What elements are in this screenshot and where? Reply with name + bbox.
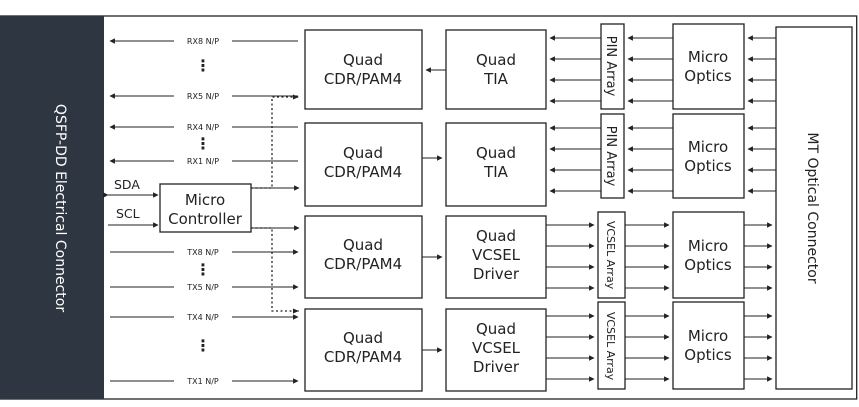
rx8-label: RX8 N/P — [187, 37, 219, 46]
vcsel-driver-label-line2: VCSEL — [472, 339, 521, 357]
vcsel-driver-block — [445, 215, 547, 299]
row-2: Quad CDR/PAM4 Quad TIA PIN Array Micro O… — [304, 113, 745, 207]
tx-ellipsis-upper: ⋮ — [195, 260, 211, 279]
tx5-label: TX5 N/P — [186, 283, 219, 292]
tx8-label: TX8 N/P — [186, 248, 219, 257]
micro-optics-label-line1: Micro — [688, 138, 728, 156]
micro-optics-label-line2: Optics — [684, 346, 732, 364]
cdr-label-line1: Quad — [343, 236, 383, 254]
rx-ellipsis-lower: ⋮ — [195, 134, 211, 153]
micro-optics-label-line1: Micro — [688, 237, 728, 255]
mc-dotted-up — [251, 96, 299, 189]
tx-signals: TX8 N/P ⋮ TX5 N/P TX4 N/P ⋮ TX1 N/P — [110, 246, 299, 387]
electrical-connector-label: QSFP-DD Electrical Connector — [52, 104, 68, 312]
rx4-label: RX4 N/P — [187, 123, 219, 132]
pin-array-block — [600, 23, 625, 110]
tia-block — [445, 29, 547, 110]
micro-optics-label-line1: Micro — [688, 48, 728, 66]
micro-optics-label-line2: Optics — [684, 157, 732, 175]
tx-ellipsis-lower: ⋮ — [195, 336, 211, 355]
row-3: Quad CDR/PAM4 Quad VCSEL Driver VCSEL Ar… — [304, 211, 745, 299]
cdr-label-line1: Quad — [343, 51, 383, 69]
optical-connector: MT Optical Connector — [775, 26, 853, 390]
mc-dotted-down — [251, 227, 299, 312]
cdr-block — [304, 29, 423, 110]
micro-optics-label-line2: Optics — [684, 67, 732, 85]
optical-connector-label: MT Optical Connector — [804, 132, 820, 283]
pin-array-label: PIN Array — [603, 36, 618, 97]
tx1-label: TX1 N/P — [186, 377, 219, 386]
micro-optics-block — [672, 23, 745, 110]
vcsel-driver-block — [445, 308, 547, 392]
tia-label-line1: Quad — [476, 51, 516, 69]
tx4-label: TX4 N/P — [186, 313, 219, 322]
micro-controller-label-line1: Micro — [185, 191, 225, 209]
block-connections — [422, 35, 776, 382]
cdr-block — [304, 215, 423, 299]
tia-block — [445, 122, 547, 207]
vcsel-driver-label-line3: Driver — [473, 358, 520, 376]
tia-label-line2: TIA — [483, 70, 509, 88]
micro-controller-block — [159, 183, 252, 233]
vcsel-driver-label-line2: VCSEL — [472, 246, 521, 264]
cdr-label-line2: CDR/PAM4 — [324, 70, 402, 88]
electrical-connector: QSFP-DD Electrical Connector — [0, 16, 104, 399]
rx1-label: RX1 N/P — [187, 157, 219, 166]
vcsel-array-block — [597, 301, 626, 390]
scl-label: SCL — [116, 206, 140, 221]
tia-label-line2: TIA — [483, 163, 509, 181]
cdr-label-line1: Quad — [343, 144, 383, 162]
cdr-label-line1: Quad — [343, 329, 383, 347]
vcsel-array-block — [597, 211, 626, 299]
vcsel-array-label: VCSEL Array — [604, 221, 617, 290]
pin-array-block — [600, 113, 625, 199]
micro-optics-label-line2: Optics — [684, 256, 732, 274]
row-1: Quad CDR/PAM4 Quad TIA PIN Array Micro O… — [304, 23, 745, 110]
i2c-bus: SDA SCL — [103, 94, 300, 314]
vcsel-array-label: VCSEL Array — [604, 312, 617, 381]
sda-label: SDA — [114, 177, 140, 192]
cdr-label-line2: CDR/PAM4 — [324, 255, 402, 273]
rx-signals: RX8 N/P ⋮ RX5 N/P RX4 N/P ⋮ RX1 N/P — [109, 35, 298, 167]
cdr-label-line2: CDR/PAM4 — [324, 348, 402, 366]
vcsel-driver-label-line1: Quad — [476, 227, 516, 245]
micro-optics-block — [672, 211, 745, 299]
vcsel-driver-label-line3: Driver — [473, 265, 520, 283]
rx5-label: RX5 N/P — [187, 92, 219, 101]
micro-controller: Micro Controller — [159, 183, 252, 233]
micro-optics-label-line1: Micro — [688, 327, 728, 345]
tia-label-line1: Quad — [476, 144, 516, 162]
micro-optics-block — [672, 113, 745, 199]
cdr-block — [304, 308, 423, 392]
pin-array-label: PIN Array — [603, 126, 618, 187]
vcsel-driver-label-line1: Quad — [476, 320, 516, 338]
cdr-block — [304, 122, 423, 207]
rx-ellipsis-upper: ⋮ — [195, 56, 211, 75]
micro-controller-label-line2: Controller — [168, 210, 243, 228]
cdr-label-line2: CDR/PAM4 — [324, 163, 402, 181]
micro-optics-block — [672, 301, 745, 390]
row-4: Quad CDR/PAM4 Quad VCSEL Driver VCSEL Ar… — [304, 301, 745, 392]
